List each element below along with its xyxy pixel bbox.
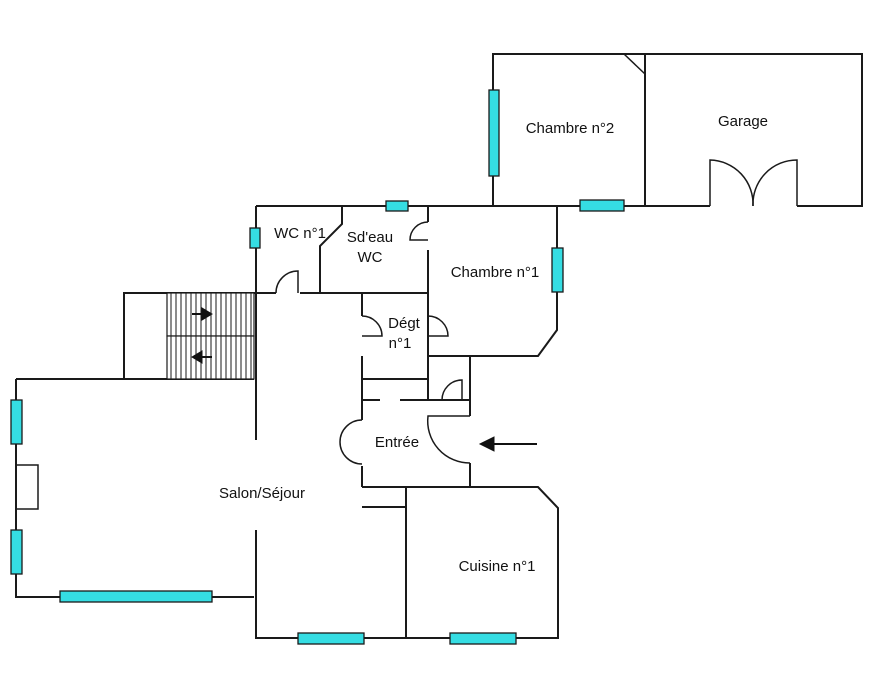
window (579, 199, 625, 212)
label-sdeau-line2: WC (358, 249, 383, 266)
window (488, 89, 500, 177)
window (10, 529, 23, 575)
window (449, 632, 517, 645)
window (249, 227, 261, 249)
label-degt-line2: n°1 (389, 335, 412, 352)
label-chambre-2: Chambre n°2 (526, 120, 615, 137)
entrance-arrow-icon (478, 436, 537, 452)
window (59, 590, 213, 603)
exterior-walls (15, 53, 863, 639)
label-salon-sejour: Salon/Séjour (219, 485, 305, 502)
label-chambre-1: Chambre n°1 (451, 264, 540, 281)
label-entree: Entrée (375, 434, 419, 451)
window (297, 632, 365, 645)
window (551, 247, 564, 293)
doors (275, 159, 798, 465)
window (385, 200, 409, 212)
label-sdeau-line1: Sd'eau (347, 229, 393, 246)
interior-walls (255, 206, 470, 638)
label-wc-1: WC n°1 (274, 225, 326, 242)
window (10, 399, 23, 445)
label-degt-line1: Dégt (388, 315, 421, 332)
room-labels: Chambre n°2 Garage WC n°1 Sd'eau WC Cham… (219, 113, 768, 575)
arrow-left-icon (191, 350, 212, 364)
label-garage: Garage (718, 113, 768, 130)
windows (10, 89, 625, 645)
label-cuisine-1: Cuisine n°1 (459, 558, 536, 575)
staircase (166, 292, 255, 380)
arrow-right-icon (192, 307, 213, 321)
